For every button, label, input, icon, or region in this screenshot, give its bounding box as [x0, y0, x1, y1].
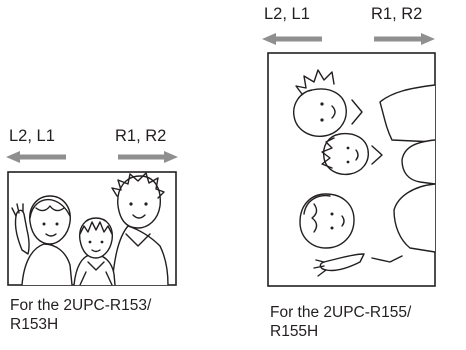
- right-label-r1-r2: R1, R2: [371, 5, 423, 23]
- right-caption-line1: For the 2UPC-R155/: [270, 304, 412, 321]
- right-arrow-right: [374, 33, 435, 45]
- left-label-l2-l1: L2, L1: [9, 127, 55, 145]
- left-children-drawing: [11, 172, 169, 286]
- left-caption-line1: For the 2UPC-R153/: [10, 297, 152, 314]
- right-arrow-left: [262, 33, 322, 45]
- right-label-l2-l1: L2, L1: [264, 5, 310, 23]
- left-label-r1-r2: R1, R2: [115, 127, 167, 145]
- left-caption-line2: R153H: [10, 316, 59, 333]
- left-arrow-right: [118, 151, 178, 163]
- right-children-drawing: [293, 69, 436, 277]
- right-caption-line2: R155H: [270, 323, 319, 340]
- left-arrow-left: [6, 151, 66, 163]
